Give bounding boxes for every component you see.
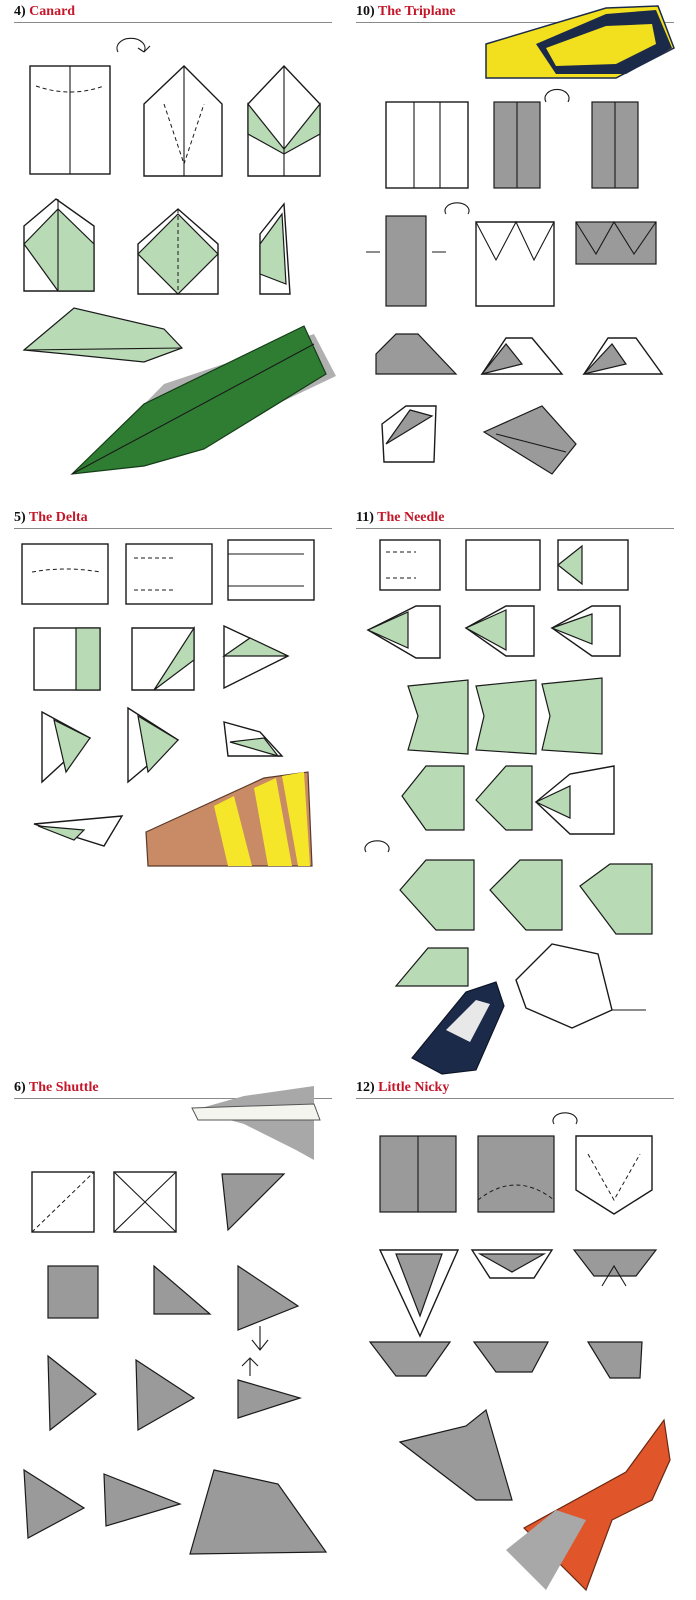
section-shuttle: 6) The Shuttle	[14, 1080, 332, 1600]
section-header: 11) The Needle	[356, 510, 674, 529]
canard-diagram	[22, 37, 336, 475]
section-title: 4) Canard	[14, 4, 76, 19]
little-nicky-diagram	[368, 1112, 671, 1592]
canard-plane	[70, 325, 327, 475]
section-header: 5) The Delta	[14, 510, 332, 529]
section-header: 12) Little Nicky	[356, 1080, 674, 1099]
shuttle-diagram	[23, 1086, 328, 1555]
turn-over-icon	[364, 840, 390, 853]
section-title: 11) The Needle	[356, 510, 445, 525]
section-needle: 11) The Needle	[356, 510, 682, 1075]
section-title: 12) Little Nicky	[356, 1080, 450, 1095]
turn-over-icon	[116, 37, 151, 53]
section-canard: 4) Canard	[14, 4, 336, 504]
section-title: 5) The Delta	[14, 510, 88, 525]
section-header: 6) The Shuttle	[14, 1080, 332, 1099]
section-triplane: 10) The Triplane	[356, 4, 682, 504]
turn-over-icon	[552, 1112, 578, 1125]
needle-diagram	[364, 539, 653, 1075]
section-header: 4) Canard	[14, 4, 332, 23]
section-title: 10) The Triplane	[356, 4, 456, 19]
section-delta: 5) The Delta	[14, 510, 332, 1070]
delta-diagram	[21, 539, 315, 867]
turn-over-icon	[544, 88, 570, 103]
section-header: 10) The Triplane	[356, 4, 674, 23]
shuttle-plane	[194, 1086, 314, 1160]
turn-over-icon	[444, 202, 470, 215]
triplane-diagram	[366, 5, 675, 475]
section-little-nicky: 12) Little Nicky	[356, 1080, 682, 1600]
section-title: 6) The Shuttle	[14, 1080, 99, 1095]
